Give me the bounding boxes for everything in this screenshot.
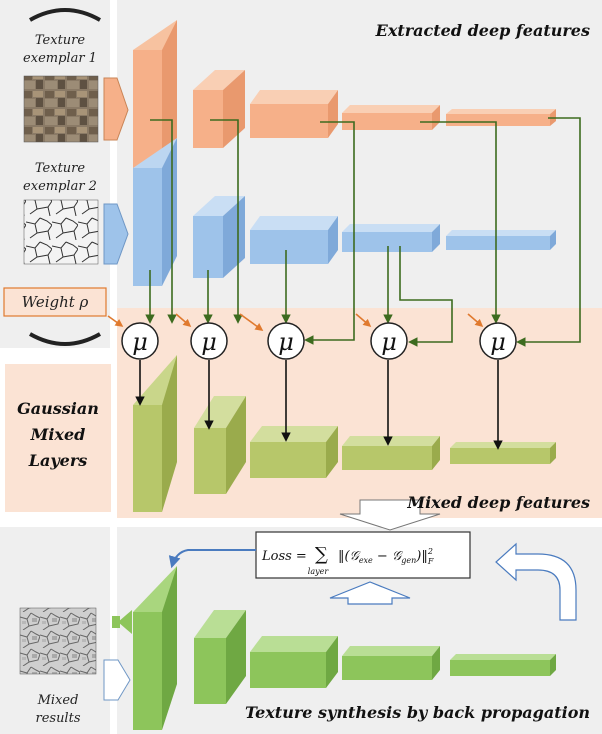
svg-text:μ: μ [132, 328, 148, 356]
title-synthesis: Texture synthesis by back propagation [245, 703, 590, 722]
orange-to-mu-connections [150, 117, 581, 347]
weight-label: Weight ρ [22, 293, 89, 311]
orange-feature-blocks [133, 20, 556, 168]
title-extracted: Extracted deep features [375, 21, 590, 40]
output-arrow-green [118, 610, 132, 634]
blue-block-5 [446, 230, 556, 250]
input-arrow-exemplar-2 [103, 203, 129, 265]
svg-text:μ: μ [490, 328, 506, 356]
mixed-block-1 [133, 355, 177, 512]
transition-down-arrow [339, 499, 441, 531]
mixed-results-line2: results [35, 711, 80, 726]
svg-text:μ: μ [381, 328, 397, 356]
mixed-result-image [19, 607, 97, 675]
input-arrow-exemplar-1 [103, 77, 129, 141]
blue-block-3 [250, 216, 338, 264]
output-block-2 [194, 610, 246, 704]
label-exemplar-2-line1: Texture [35, 161, 85, 176]
mixing-panel [117, 308, 602, 518]
orange-block-5 [446, 109, 556, 126]
mu-node-2: μ [190, 322, 228, 360]
blue-block-4 [342, 224, 440, 252]
svg-text:μ: μ [278, 328, 294, 356]
mu-to-mixed-arrows [135, 360, 503, 450]
orange-block-2 [193, 70, 245, 148]
mixed-block-3 [250, 426, 338, 478]
output-block-3 [250, 636, 338, 688]
mu-node-5: μ [479, 322, 517, 360]
mixed-results-line1: Mixed [37, 693, 79, 708]
mu-nodes: μ μ μ μ μ [121, 322, 517, 360]
loss-formula-box [255, 531, 471, 579]
output-block-1 [133, 566, 177, 730]
mu-node-1: μ [121, 322, 159, 360]
mu-node-4: μ [370, 322, 408, 360]
orange-block-3 [250, 90, 338, 138]
weight-label-box [3, 287, 107, 317]
output-arrow-white [103, 659, 131, 701]
mixed-block-5 [450, 442, 556, 464]
texture-exemplar-2-image [23, 199, 99, 265]
output-block-5 [450, 654, 556, 676]
right-curved-arrow [495, 542, 577, 621]
gml-label-panel [5, 364, 111, 512]
mu-node-3: μ [267, 322, 305, 360]
gml-label-line1: Gaussian [17, 399, 99, 418]
gml-label-line3: Layers [28, 451, 88, 470]
loss-up-arrow [329, 581, 411, 605]
mixed-block-2 [194, 396, 246, 494]
orange-block-1 [133, 20, 177, 168]
top-bracket-arc [29, 8, 101, 22]
blue-feature-blocks [133, 138, 556, 286]
output-arrow-green-tail [112, 616, 120, 628]
svg-text:μ: μ [201, 328, 217, 356]
green-output-blocks [133, 566, 556, 730]
orange-block-4 [342, 105, 440, 130]
blue-block-2 [193, 196, 245, 278]
label-exemplar-1-line1: Texture [35, 33, 85, 48]
right-panel-top [117, 0, 602, 308]
bottom-bracket-arc [29, 332, 101, 346]
olive-mixed-blocks [133, 355, 556, 512]
blue-block-1 [133, 138, 177, 286]
loss-feedback-arrow [168, 549, 256, 569]
output-block-4 [342, 646, 440, 680]
texture-exemplar-1-image [23, 75, 99, 143]
label-exemplar-1-line2: exemplar 1 [23, 51, 97, 66]
mixed-block-4 [342, 436, 440, 470]
label-exemplar-2-line2: exemplar 2 [23, 179, 97, 194]
weight-arrows [107, 313, 484, 331]
blue-to-mu-connections [145, 246, 453, 347]
title-mixed: Mixed deep features [406, 493, 590, 512]
gml-label-line2: Mixed [30, 425, 86, 444]
loss-sum-subscript: layer [308, 567, 330, 576]
